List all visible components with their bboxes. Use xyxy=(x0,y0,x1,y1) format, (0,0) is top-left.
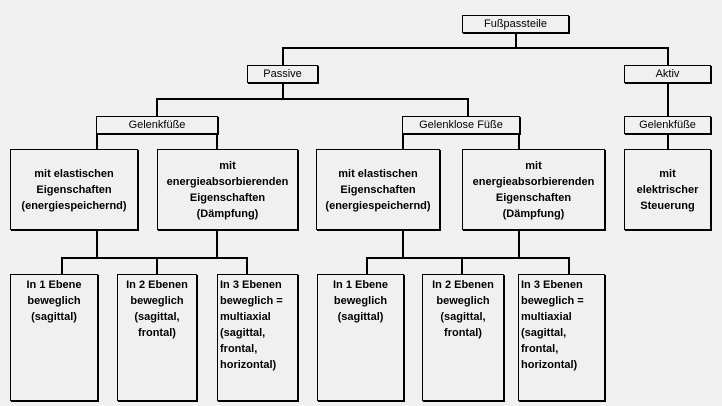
connector-joint-absorb-down xyxy=(216,229,218,257)
node-joint-elastic: mit elastischen Eigenschaften (energiesp… xyxy=(10,149,138,230)
text-line: mit xyxy=(525,159,542,172)
node-jointless-1-plane: In 1 Ebene beweglich (sagittal) xyxy=(317,274,404,401)
connector-jointless-right xyxy=(518,133,520,149)
node-text: mit energieabsorbierenden Eigenschaften … xyxy=(167,158,289,222)
text-line: In 3 Ebenen xyxy=(521,279,583,291)
text-line: beweglich xyxy=(436,295,490,307)
connector-joint-leaf2 xyxy=(156,257,158,274)
connector-level2 xyxy=(156,98,469,100)
node-jointless-absorbing: mit energieabsorbierenden Eigenschaften … xyxy=(462,149,605,230)
node-active-joint-feet: Gelenkfüße xyxy=(624,116,711,134)
connector-jointless-up xyxy=(467,98,469,116)
text-line: (sagittal) xyxy=(31,311,77,323)
text-line: Eigenschaften xyxy=(189,191,266,204)
node-active-electric: mit elektrischer Steuerung xyxy=(624,149,711,230)
text-line: (Dämpfung) xyxy=(196,207,259,220)
text-line: beweglich xyxy=(27,295,81,307)
text-line: frontal) xyxy=(138,327,176,339)
text-line: multiaxial xyxy=(521,311,572,323)
connector-jointless-leaf2 xyxy=(461,257,463,274)
text-line: mit elastischen xyxy=(34,167,114,180)
connector-active-prop xyxy=(667,133,669,149)
text-line: elektrischer xyxy=(636,183,699,196)
node-joint-absorbing: mit energieabsorbierenden Eigenschaften … xyxy=(157,149,298,230)
text-line: (sagittal) xyxy=(337,311,384,323)
text-line: Eigenschaften xyxy=(340,183,416,196)
connector-joint-up xyxy=(156,98,158,116)
text-line: In 1 Ebene xyxy=(332,279,389,291)
node-root-fusspassteile: Fußpassteile xyxy=(462,15,569,33)
text-line: mit xyxy=(659,167,676,180)
text-line: beweglich = xyxy=(521,295,584,307)
node-passive-joint-feet: Gelenkfüße xyxy=(96,116,218,134)
node-text: mit elektrischer Steuerung xyxy=(637,166,699,214)
connector-jointless-absorb-down xyxy=(518,229,520,257)
node-joint-1-plane: In 1 Ebene beweglich (sagittal) xyxy=(10,274,98,401)
node-joint-3-planes: In 3 Ebenen beweglich = multiaxial (sagi… xyxy=(217,274,298,401)
text-line: mit xyxy=(219,159,236,172)
node-text: mit elastischen Eigenschaften (energiesp… xyxy=(21,166,126,214)
text-line: energieabsorbierenden xyxy=(472,175,595,188)
text-line: frontal, xyxy=(521,343,559,355)
text-line: In 1 Ebene xyxy=(26,279,82,291)
text-line: multiaxial xyxy=(220,311,271,323)
text-line: frontal) xyxy=(444,327,482,339)
connector-jointless-leaf1 xyxy=(366,257,368,274)
text-line: beweglich xyxy=(130,295,184,307)
connector-level1 xyxy=(282,47,669,49)
text-line: beweglich xyxy=(333,295,388,307)
text-line: (Dämpfung) xyxy=(502,207,565,220)
text-line: horizontal) xyxy=(220,359,277,371)
connector-jointless-left xyxy=(402,133,404,149)
text-line: frontal, xyxy=(220,343,258,355)
text-line: Steuerung xyxy=(640,199,695,212)
text-line: (sagittal, xyxy=(440,311,486,323)
node-jointless-3-planes: In 3 Ebenen beweglich = multiaxial (sagi… xyxy=(518,274,605,401)
text-line: horizontal) xyxy=(521,359,578,371)
connector-jointless-leaf3 xyxy=(568,257,570,274)
node-passive-jointless-feet: Gelenklose Füße xyxy=(402,116,520,134)
text-line: (energiespeichernd) xyxy=(325,199,431,212)
node-text: mit elastischen Eigenschaften (energiesp… xyxy=(325,166,430,214)
text-line: In 2 Ebenen xyxy=(126,279,188,291)
text-line: In 2 Ebenen xyxy=(432,279,494,291)
text-line: mit elastischen xyxy=(338,167,418,180)
connector-joint-left xyxy=(96,133,98,149)
connector-joint-leaves xyxy=(61,257,248,259)
text-line: (sagittal, xyxy=(521,327,567,339)
connector-joint-leaf1 xyxy=(61,257,63,274)
node-jointless-2-planes: In 2 Ebenen beweglich (sagittal, frontal… xyxy=(422,274,504,401)
node-active: Aktiv xyxy=(624,65,711,83)
connector-active-up xyxy=(667,47,669,65)
node-passive: Passive xyxy=(247,65,318,83)
text-line: (sagittal, xyxy=(134,311,180,323)
text-line: (energiespeichernd) xyxy=(21,199,127,212)
text-line: Eigenschaften xyxy=(36,183,112,196)
connector-passive-down xyxy=(282,82,284,99)
connector-passive-up xyxy=(282,47,284,65)
text-line: (sagittal, xyxy=(220,327,266,339)
connector-joint-leaf3 xyxy=(246,257,248,274)
text-line: In 3 Ebenen xyxy=(220,279,282,291)
connector-jointless-elastic-down xyxy=(402,229,404,257)
text-line: energieabsorbierenden xyxy=(166,175,289,188)
connector-joint-right xyxy=(216,133,218,149)
node-jointless-elastic: mit elastischen Eigenschaften (energiesp… xyxy=(316,149,440,230)
node-text: mit energieabsorbierenden Eigenschaften … xyxy=(473,158,595,222)
connector-jointless-leaves xyxy=(366,257,570,259)
text-line: Eigenschaften xyxy=(495,191,572,204)
connector-root xyxy=(515,32,517,48)
connector-active-down xyxy=(667,82,669,116)
node-joint-2-planes: In 2 Ebenen beweglich (sagittal, frontal… xyxy=(117,274,197,401)
connector-joint-elastic-down xyxy=(96,229,98,257)
text-line: beweglich = xyxy=(220,295,283,307)
